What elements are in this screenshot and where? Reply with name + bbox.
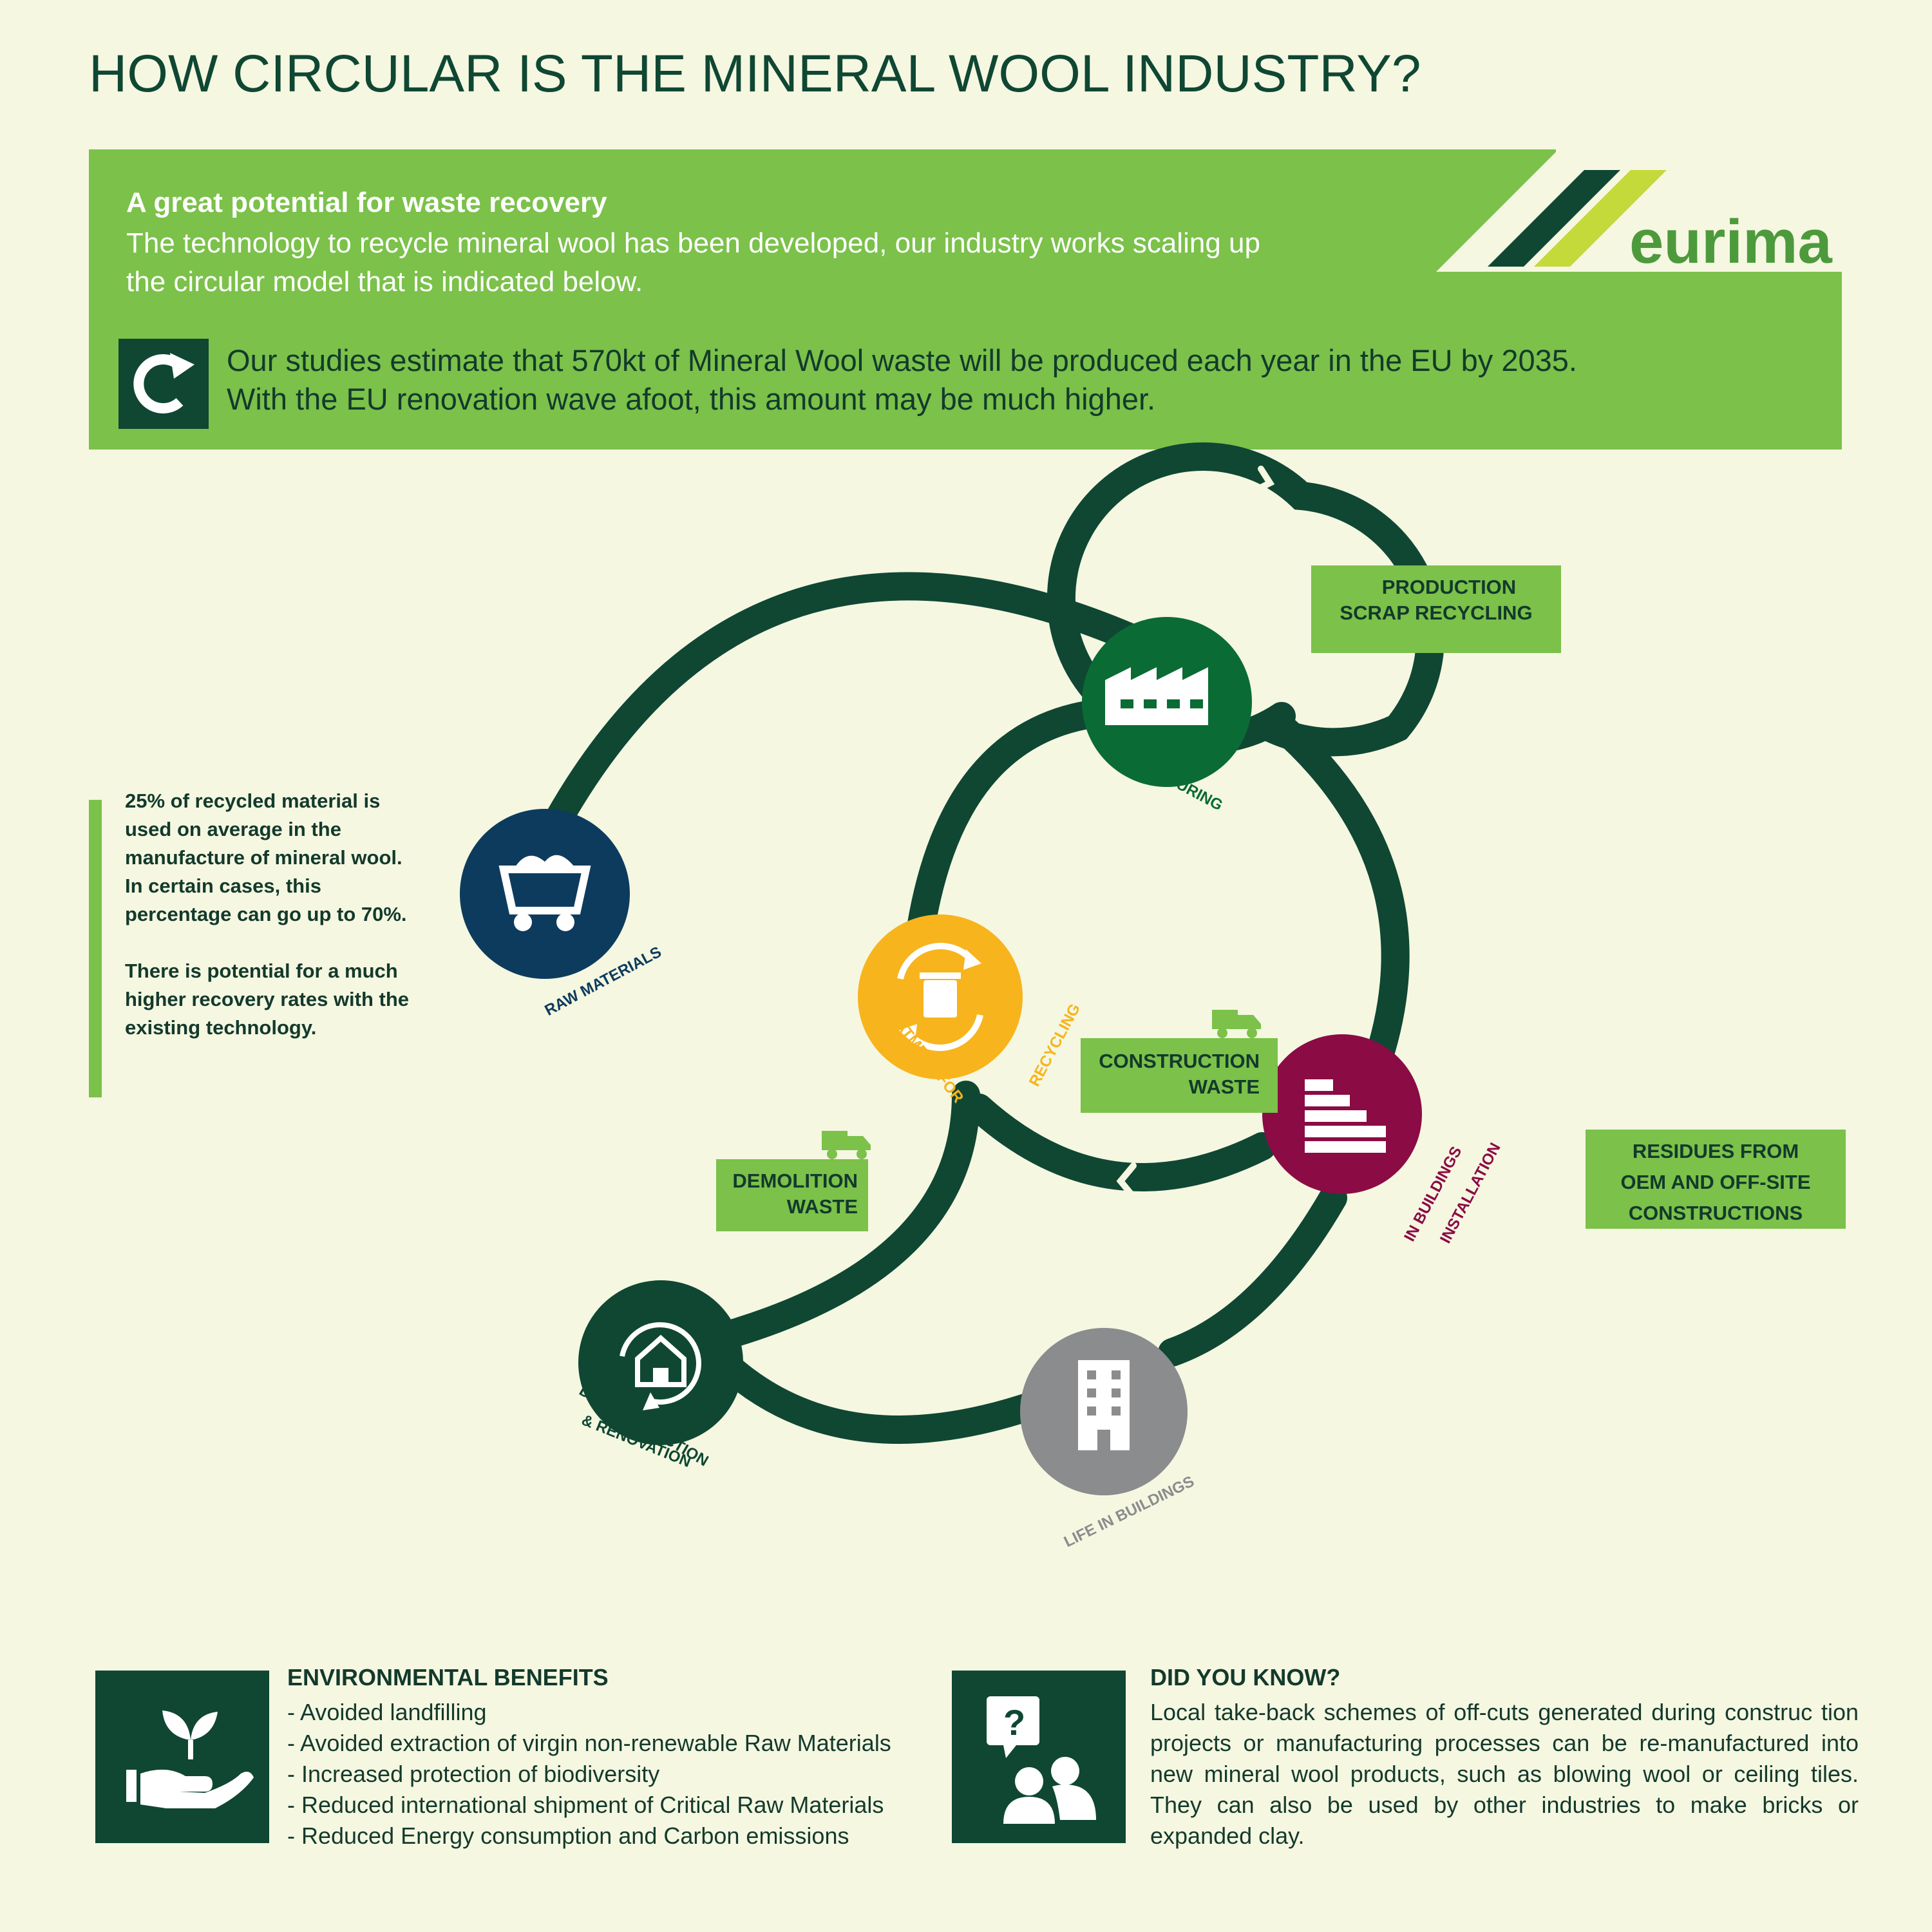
installation-to-treatment-path [965, 1094, 1276, 1191]
did-you-know-icon-box: ? [952, 1671, 1126, 1843]
environmental-item: - Increased protection of biodiversity [287, 1761, 660, 1787]
did-you-know-title: DID YOU KNOW? [1150, 1664, 1341, 1690]
node-deconstruction: DECONSTRUCTION & RENOVATION [576, 1280, 743, 1471]
environmental-item: - Reduced Energy consumption and Carbon … [287, 1823, 849, 1849]
demolition-waste-line2: WASTE [786, 1195, 858, 1218]
environmental-item: - Avoided extraction of virgin non-renew… [287, 1730, 891, 1756]
estimate-line-2: With the EU renovation wave afoot, this … [227, 382, 1156, 416]
environmental-item: - Reduced international shipment of Crit… [287, 1792, 884, 1818]
house-renovation-icon [620, 1322, 701, 1410]
mine-cart-icon [498, 855, 591, 931]
banner-main [89, 269, 1842, 450]
side-accent-bar [89, 800, 102, 1097]
manufacturing-to-installation-path [1261, 707, 1410, 1109]
raw-to-manufacturing-path [544, 572, 1173, 835]
banner-top [89, 149, 1556, 272]
node-life-in-buildings: LIFE IN BUILDINGS [1020, 1328, 1197, 1551]
brick-wall-icon [1305, 1079, 1386, 1153]
construction-waste-box: CONSTRUCTION WASTE [1081, 1038, 1278, 1113]
factory-icon [1105, 667, 1208, 725]
environmental-icon-box [95, 1671, 269, 1843]
truck-icon-construction [1212, 1010, 1261, 1038]
side-note-paragraph-2: There is potential for a much higher rec… [125, 960, 410, 1039]
construction-waste-line1: CONSTRUCTION [1099, 1050, 1260, 1072]
production-scrap-line2: SCRAP RECYCLING [1340, 601, 1533, 624]
hand-sprout-icon [126, 1710, 254, 1808]
treatment-to-manufacturing-path [907, 699, 1109, 942]
question-people-icon: ? [987, 1696, 1096, 1824]
residues-line2: OEM AND OFF-SITE [1620, 1171, 1811, 1193]
svg-text:?: ? [1003, 1702, 1025, 1743]
environmental-list: - Avoided landfilling - Avoided extracti… [287, 1697, 944, 1852]
production-scrap-line1: PRODUCTION [1381, 576, 1517, 598]
eurima-logo: eurima [1436, 149, 1848, 272]
flow-chevron-4 [1116, 1162, 1137, 1198]
residues-line3: CONSTRUCTIONS [1628, 1202, 1803, 1224]
flow-chevron-2 [1352, 694, 1388, 715]
node-raw-materials: RAW MATERIALS [460, 809, 665, 1019]
node-manufacturing: MANUFACTURING [1082, 617, 1252, 814]
truck-icon-demolition [822, 1131, 871, 1159]
environmental-item: - Avoided landfilling [287, 1699, 487, 1725]
deconstruction-to-treatment-path [720, 1081, 980, 1347]
installation-to-life-path [1158, 1184, 1347, 1367]
side-note: 25% of recycled material is used on aver… [125, 787, 421, 1042]
page-title: HOW CIRCULAR IS THE MINERAL WOOL INDUSTR… [89, 44, 1421, 103]
residues-box: RESIDUES FROM OEM AND OFF-SITE CONSTRUCT… [1586, 1130, 1846, 1229]
estimate-line-1: Our studies estimate that 570kt of Miner… [227, 343, 1577, 377]
logo-text: eurima [1629, 207, 1832, 272]
cycle-arrow-icon [118, 339, 209, 429]
office-building-icon [1078, 1360, 1130, 1450]
node-treatment: TREATMENT FOR RECYCLING [858, 914, 1084, 1106]
construction-waste-line2: WASTE [1188, 1075, 1260, 1098]
banner-intro: The technology to recycle mineral wool h… [126, 227, 1260, 298]
environmental-title: ENVIRONMENTAL BENEFITS [287, 1664, 609, 1690]
banner-headline: A great potential for waste recovery [126, 187, 607, 218]
demolition-waste-line1: DEMOLITION [732, 1170, 858, 1192]
life-to-deconstruction-path [720, 1358, 1051, 1444]
treatment-label-right: RECYCLING [1026, 1001, 1084, 1089]
side-note-paragraph-1: 25% of recycled material is used on aver… [125, 790, 407, 925]
did-you-know-text: Local take-back schemes of off-cuts gene… [1150, 1699, 1859, 1849]
demolition-waste-box: DEMOLITION WASTE [716, 1159, 868, 1231]
residues-line1: RESIDUES FROM [1632, 1140, 1799, 1162]
node-installation: INSTALLATION IN BUILDINGS [1262, 1034, 1504, 1246]
flow-chevron-3 [1308, 853, 1339, 879]
flow-chevron-1 [1251, 466, 1275, 494]
recycle-bin-icon [897, 943, 983, 1051]
flow-chevron-5 [914, 1459, 937, 1495]
banner-estimate: Our studies estimate that 570kt of Miner… [227, 341, 1811, 419]
production-scrap-box: PRODUCTION SCRAP RECYCLING [1311, 565, 1561, 653]
